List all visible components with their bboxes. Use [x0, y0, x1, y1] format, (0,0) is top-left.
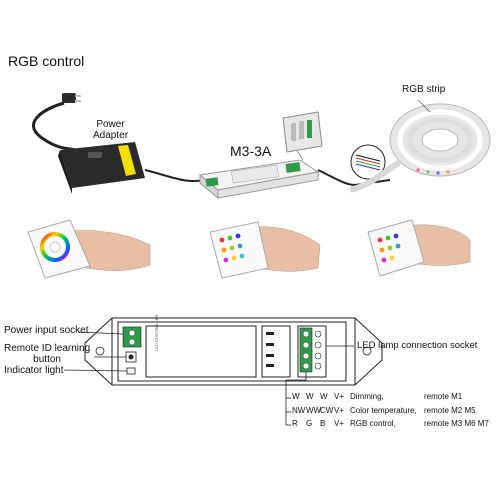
- wiring-table-cell-c1: NW: [292, 405, 306, 415]
- led-output-terminal: [299, 327, 313, 373]
- callout-led-lamp-connection-socket: LED lamp connection socket: [357, 340, 478, 351]
- controller-line-drawing: [84, 317, 383, 386]
- wiring-table-cell-c1: R: [292, 419, 298, 428]
- wiring-table-cell-remote: remote M1: [424, 392, 463, 401]
- wiring-table-cell-c4: V+: [334, 405, 345, 415]
- wiring-table-cell-c2: W: [306, 392, 314, 401]
- button-remote-photo-1: [209, 221, 321, 279]
- controller-unit-photo: [198, 159, 320, 200]
- connector-detail-icon: [282, 111, 323, 153]
- callout-remote-id-learning-line2: button: [33, 354, 61, 365]
- callout-line-indicator: [63, 369, 128, 372]
- wire-connector-zoom: [350, 144, 386, 180]
- wiring-table-cell-c2: G: [306, 419, 313, 428]
- power-input-terminal: [122, 326, 142, 348]
- touch-remote-photo: [27, 219, 151, 279]
- controller-to-strip-cable: [317, 169, 391, 187]
- callout-indicator-light: Indicator light: [4, 365, 64, 376]
- wiring-table-cell-mode: Color temperature,: [350, 405, 417, 415]
- controller-model-label: M3-3A: [230, 143, 272, 159]
- section-title: RGB control: [8, 53, 85, 69]
- wiring-table-cell-c4: V+: [334, 392, 345, 401]
- callout-remote-id-learning: Remote ID learning button: [4, 343, 90, 365]
- wiring-table-cell-c3: CW: [320, 405, 334, 415]
- power-adapter-icon: [58, 142, 145, 194]
- table-bracket: [285, 372, 307, 425]
- wiring-table-cell-c2: WW: [306, 405, 322, 415]
- power-plug-icon: [62, 93, 81, 103]
- power-adapter-label-line2: Adapter: [93, 130, 129, 141]
- indicator-light-icon: [126, 367, 136, 375]
- button-remote-photo-2: [367, 219, 471, 277]
- rgb-strip-label: RGB strip: [402, 84, 446, 95]
- adapter-cable: [144, 169, 206, 182]
- wiring-table-cell-c4: V+: [334, 419, 345, 428]
- svg-text:LED CONTROLLER: LED CONTROLLER: [154, 315, 159, 351]
- power-adapter-label: Power Adapter: [93, 119, 128, 141]
- callout-line-power: [77, 331, 124, 335]
- wiring-table-cell-c3: B: [320, 419, 326, 428]
- wiring-table-cell-remote: remote M3 M6 M7: [424, 419, 489, 428]
- wiring-table-cell-mode: RGB control,: [350, 419, 396, 428]
- wiring-table-cell-c1: W: [292, 392, 300, 401]
- wiring-table-cell-remote: remote M2 M5: [424, 405, 476, 415]
- callout-remote-id-learning-line1: Remote ID learning: [4, 343, 91, 354]
- wiring-table-cell-c3: W: [320, 392, 328, 401]
- rgb-strip-reel-icon: [349, 103, 491, 193]
- power-adapter-label-line1: Power: [96, 119, 125, 130]
- callout-power-input-socket: Power input socket: [4, 325, 89, 336]
- power-cord: [32, 101, 76, 152]
- wiring-table-cell-mode: Dimming,: [350, 392, 384, 401]
